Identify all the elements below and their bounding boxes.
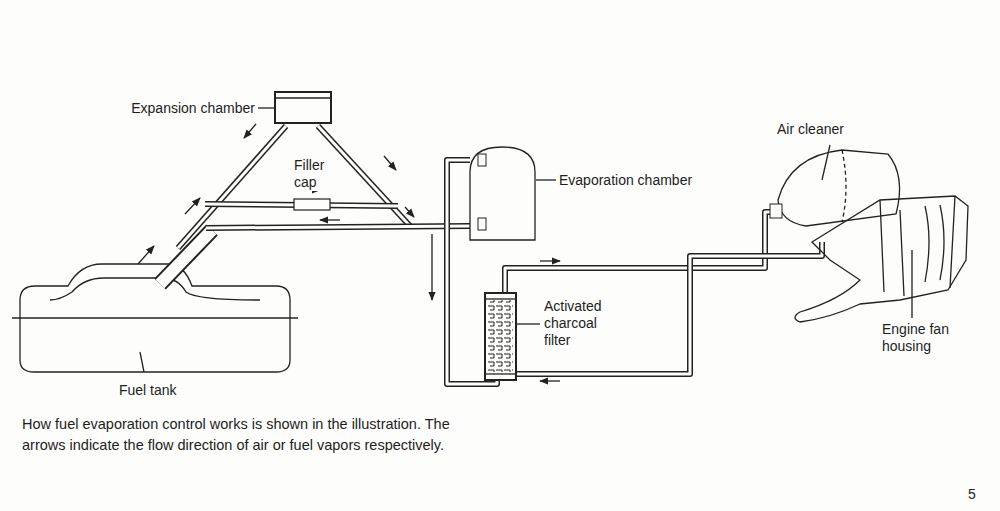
part-label: Filler cap: [293, 157, 339, 191]
part-label: Evaporation chamber: [558, 172, 693, 189]
caption: How fuel evaporation control works is sh…: [22, 414, 492, 456]
part-label: Activated charcoal filter: [543, 298, 617, 348]
flow-arrows: [138, 124, 560, 381]
part-label: Engine fan housing: [881, 321, 967, 355]
charcoal-filter: [485, 293, 516, 380]
part-label: Air cleaner: [776, 121, 845, 138]
vent-tubes: [178, 126, 470, 248]
part-label: Expansion chamber: [130, 100, 256, 117]
filter-tubes: [447, 160, 822, 384]
engine-fan-housing: [795, 196, 968, 322]
leader-lines: [258, 108, 912, 324]
page-number: 5: [967, 486, 977, 503]
expansion-chamber: [275, 92, 331, 123]
part-label: Fuel tank: [118, 382, 178, 399]
evaporation-chamber: [470, 147, 535, 240]
fuel-tank: [12, 264, 298, 372]
